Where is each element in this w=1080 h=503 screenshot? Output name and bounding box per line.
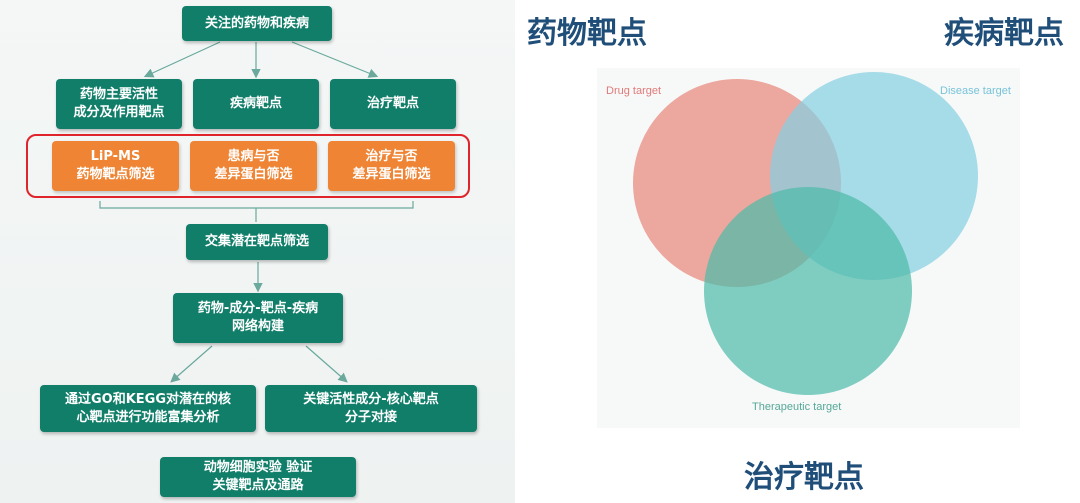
drug-target-title: 药物靶点 — [527, 16, 647, 51]
venn-label-disease: Disease target — [940, 85, 1011, 97]
therapy-target-title: 治疗靶点 — [744, 460, 864, 495]
therapy-diff-protein-box: 治疗与否 差异蛋白筛选 — [328, 141, 455, 191]
network-construction-box: 药物-成分-靶点-疾病 网络构建 — [173, 293, 343, 343]
disease-target-title: 疾病靶点 — [944, 16, 1064, 51]
arrow-to-docking — [305, 345, 348, 383]
venn-label-therapy: Therapeutic target — [752, 401, 842, 413]
focus-drug-disease-box: 关注的药物和疾病 — [182, 6, 332, 41]
arrow-to-enrichment — [170, 345, 213, 383]
venn-label-drug: Drug target — [606, 85, 662, 97]
molecular-docking-box: 关键活性成分-核心靶点 分子对接 — [265, 385, 477, 432]
arrow-top-to-therapy — [291, 41, 379, 78]
flowchart-arrows — [99, 41, 414, 383]
disease-targets-box: 疾病靶点 — [193, 79, 319, 129]
arrow-top-to-drug — [143, 41, 221, 78]
therapy-targets-box: 治疗靶点 — [330, 79, 456, 129]
validation-experiment-box: 动物细胞实验 验证 关键靶点及通路 — [160, 457, 356, 497]
lip-ms-screening-box: LiP-MS 药物靶点筛选 — [52, 141, 179, 191]
venn-circle-therapy — [704, 187, 912, 395]
disease-diff-protein-box: 患病与否 差异蛋白筛选 — [190, 141, 317, 191]
enrichment-analysis-box: 通过GO和KEGG对潜在的核 心靶点进行功能富集分析 — [40, 385, 256, 432]
intersection-screening-box: 交集潜在靶点筛选 — [186, 224, 328, 260]
highlight-frame — [26, 134, 470, 198]
drug-components-targets-box: 药物主要活性 成分及作用靶点 — [56, 79, 182, 129]
